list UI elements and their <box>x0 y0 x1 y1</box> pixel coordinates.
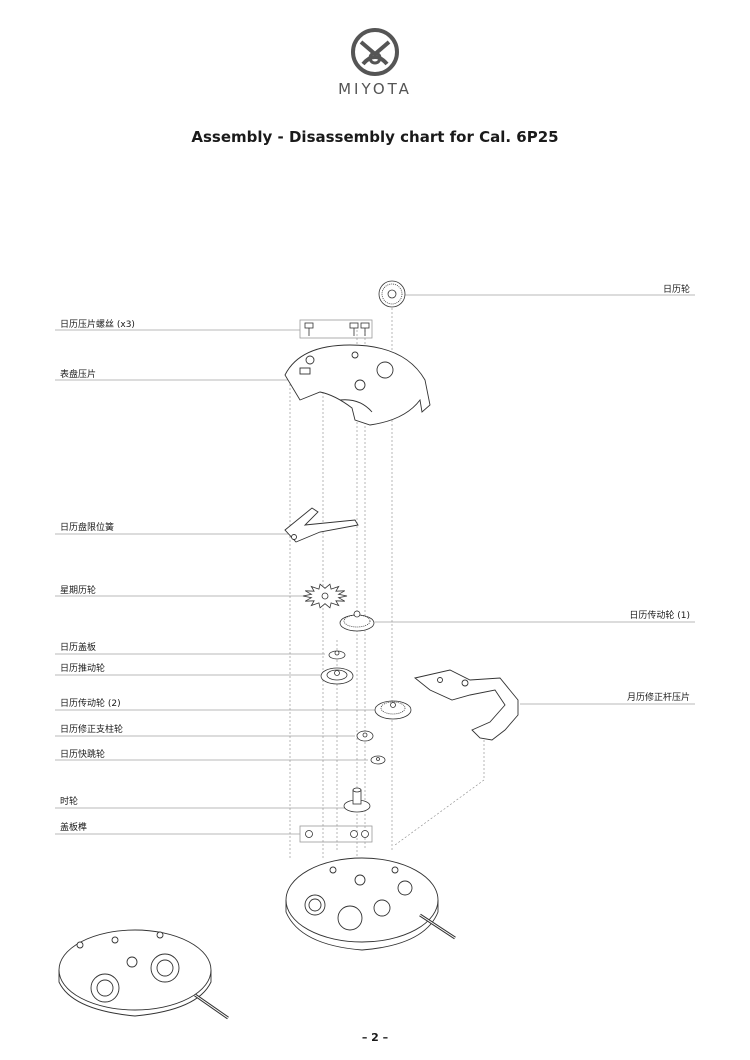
date-driving-wheel-1-part <box>339 610 375 632</box>
cover-pins-part <box>299 825 373 843</box>
label-day-star: 星期历轮 <box>60 584 96 596</box>
label-calendar-plate-screw: 日历压片螺丝 (x3) <box>60 318 135 330</box>
label-date-driving-wheel-1: 日历传动轮 (1) <box>629 609 690 621</box>
calendar-wheel-part <box>378 280 406 308</box>
calendar-cover-part <box>328 650 346 660</box>
date-jumper-part <box>284 507 359 543</box>
label-month-corrector-plate: 月历修正杆压片 <box>627 691 690 703</box>
hour-wheel-part <box>343 787 371 813</box>
label-calendar-cover: 日历盖板 <box>60 641 96 653</box>
label-hour-wheel: 时轮 <box>60 795 78 807</box>
label-cover-pin: 盖板榫 <box>60 821 87 833</box>
miyota-ring-logo-icon <box>351 28 399 76</box>
page-title: Assembly - Disassembly chart for Cal. 6P… <box>191 128 559 146</box>
month-corrector-plate-part <box>413 669 519 741</box>
label-calendar-wheel: 日历轮 <box>663 283 690 295</box>
label-dial-holder-plate: 表盘压片 <box>60 368 96 380</box>
label-date-corrector-wheel: 日历修正支柱轮 <box>60 723 123 735</box>
movement-assembly-part <box>285 857 456 951</box>
reference-movement-part <box>58 929 229 1020</box>
label-date-driving-wheel-2: 日历传动轮 (2) <box>60 697 121 709</box>
dial-holder-plate-part <box>284 344 431 426</box>
brand-logo: MIYOTA <box>330 26 420 98</box>
date-pusher-wheel-part <box>320 667 354 685</box>
calendar-plate-screws <box>299 319 373 339</box>
label-date-pusher-wheel: 日历推动轮 <box>60 662 105 674</box>
label-date-jumper: 日历盘限位簧 <box>60 521 114 533</box>
date-corrector-wheel-part <box>356 730 374 742</box>
date-jump-wheel-part <box>370 755 386 765</box>
label-date-jump-wheel: 日历快跳轮 <box>60 748 105 760</box>
page-number: – 2 – <box>361 1031 389 1044</box>
day-star-part <box>302 583 348 609</box>
date-driving-wheel-2-part <box>374 700 412 720</box>
brand-name: MIYOTA <box>338 80 412 98</box>
